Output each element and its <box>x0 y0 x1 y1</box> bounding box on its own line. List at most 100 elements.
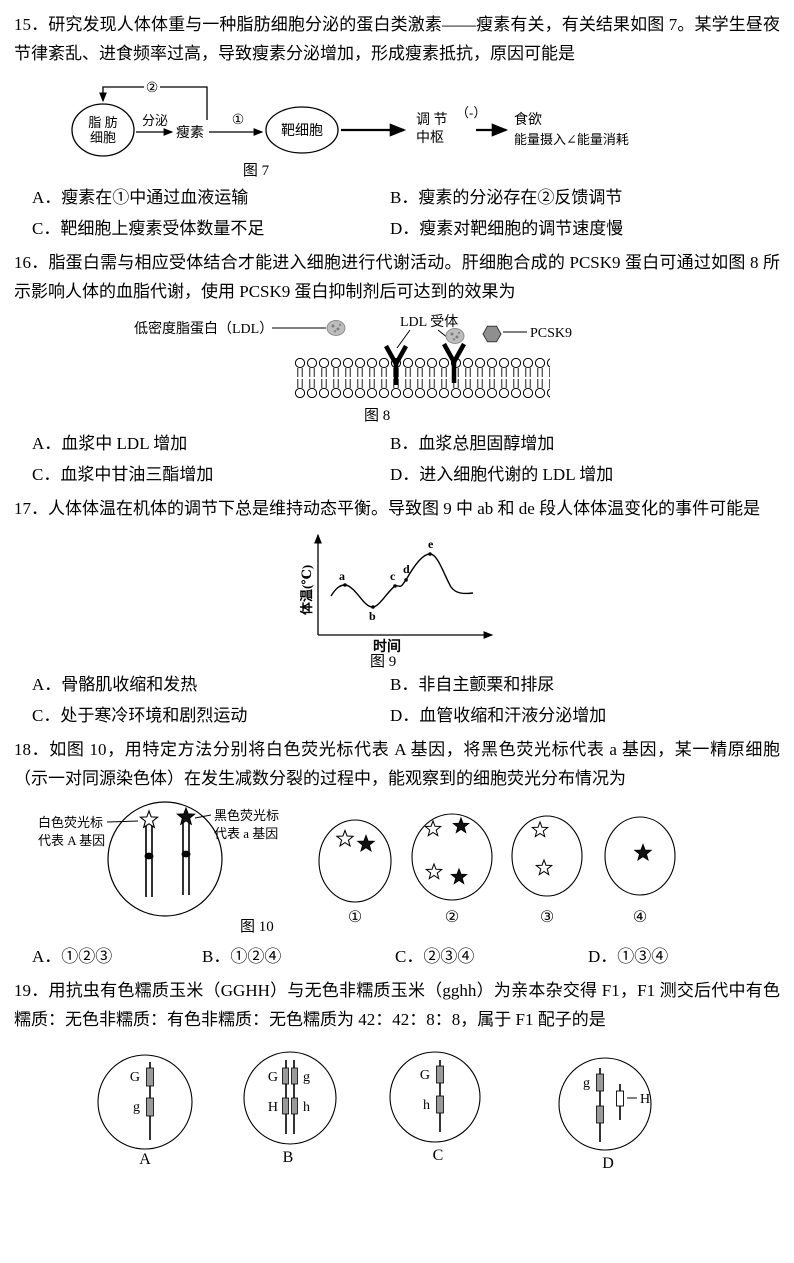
gene-label: G <box>268 1070 278 1085</box>
gene-label: h <box>303 1100 310 1115</box>
black-star-pointer <box>194 814 212 819</box>
gene-band <box>596 1073 604 1092</box>
energy-label: 能量摄入∠能量消耗 <box>514 132 629 147</box>
cell-1-label: ① <box>348 909 362 926</box>
gene-band-g <box>146 1097 154 1117</box>
option-18-c: C．②③④ <box>395 947 475 966</box>
option-17-d: D．血管收缩和汗液分泌增加 <box>390 706 607 725</box>
center-label-1: 调 节 <box>416 112 448 128</box>
ldl-particle-on-receptor <box>445 328 465 344</box>
white-star-icon <box>531 821 549 838</box>
circled-2-label: ② <box>146 81 159 96</box>
option-15-b: B．瘦素的分泌存在②反馈调节 <box>390 188 623 207</box>
white-star-label-2: 代表 A 基因 <box>38 833 105 848</box>
leptin-label: 瘦素 <box>176 124 204 141</box>
option-17-c: C．处于寒冷环境和剧烈运动 <box>32 706 248 725</box>
cell-3-label: ③ <box>540 909 554 926</box>
white-star-icon <box>336 829 354 847</box>
question-15-options: A．瘦素在①中通过血液运输 B．瘦素的分泌存在②反馈调节 C．靶细胞上瘦素受体数… <box>14 182 780 244</box>
question-16-options: A．血浆中 LDL 增加 B．血浆总胆固醇增加 C．血浆中甘油三酯增加 D．进入… <box>14 428 780 490</box>
option-15-d: D．瘦素对靶细胞的调节速度慢 <box>390 219 624 238</box>
black-star-icon <box>634 843 652 861</box>
figure-8-caption: 图 8 <box>364 407 390 424</box>
gamete-c-label: C <box>433 1147 444 1164</box>
black-star-icon <box>452 817 470 834</box>
option-16-b: B．血浆总胆固醇增加 <box>390 434 555 453</box>
question-17-options: A．骨骼肌收缩和发热 B．非自主颤栗和排尿 C．处于寒冷环境和剧烈运动 D．血管… <box>14 669 780 731</box>
question-16-stem: 16．脂蛋白需与相应受体结合才能进入细胞进行代谢活动。肝细胞合成的 PCSK9 … <box>14 253 780 301</box>
white-star-label-1: 白色荧光标 <box>38 815 103 830</box>
gene-band-G <box>282 1067 289 1085</box>
question-15-stem: 15．研究发现人体体重与一种脂肪细胞分泌的蛋白类激素——瘦素有关，有关结果如图 … <box>14 15 780 63</box>
figure-10-fluorescence-cells: 白色荧光标 代表 A 基因 黑色荧光标 代表 a 基因 图 10 ① <box>38 801 676 935</box>
membrane-bottom-leaflet <box>294 378 550 398</box>
cell-4 <box>604 816 676 896</box>
exam-page: 15．研究发现人体体重与一种脂肪细胞分泌的蛋白类激素——瘦素有关，有关结果如图 … <box>14 10 780 1175</box>
option-16-a: A．血浆中 LDL 增加 <box>32 434 188 453</box>
figure-10-caption: 图 10 <box>240 918 274 935</box>
white-star-icon <box>139 810 159 828</box>
option-17-b: B．非自主颤栗和排尿 <box>390 675 555 694</box>
option-18-a: A．①②③ <box>32 947 113 966</box>
pcsk9-label: PCSK9 <box>530 326 572 341</box>
white-star-icon <box>535 859 553 876</box>
centromere <box>181 850 191 858</box>
gene-band-G <box>146 1067 154 1087</box>
question-15: 15．研究发现人体体重与一种脂肪细胞分泌的蛋白类激素——瘦素有关，有关结果如图 … <box>14 10 780 244</box>
gamete-c-cell <box>389 1051 481 1143</box>
figure-7-leptin-pathway: ② 脂 肪 细胞 分泌 瘦素 ① 靶细胞 调 节 （-） 中枢 食欲 能量摄入∠… <box>71 79 629 179</box>
point-d-label: d <box>403 562 410 576</box>
figure-gamete-cells: G g A G g H h B G h C <box>97 1051 652 1172</box>
circled-1-label: ① <box>232 113 245 128</box>
option-17-a: A．骨骼肌收缩和发热 <box>32 675 198 694</box>
point-a <box>343 583 347 587</box>
point-c <box>393 584 397 588</box>
question-16: 16．脂蛋白需与相应受体结合才能进入细胞进行代谢活动。肝细胞合成的 PCSK9 … <box>14 248 780 490</box>
gene-band-H <box>282 1097 289 1115</box>
gamete-b-cell <box>243 1051 337 1145</box>
gene-label: g <box>583 1076 590 1091</box>
centromere <box>144 852 154 860</box>
gene-label: G <box>420 1068 430 1083</box>
x-axis-label: 时间 <box>373 638 401 655</box>
point-e <box>428 552 432 556</box>
black-star-label-1: 黑色荧光标 <box>214 808 279 823</box>
gamete-a-label: A <box>139 1151 151 1168</box>
cell-1 <box>318 819 392 903</box>
gene-band <box>596 1105 604 1124</box>
black-star-icon <box>450 868 468 885</box>
fat-cell-label-2: 细胞 <box>90 130 116 145</box>
figure-8-membrane: 低密度脂蛋白（LDL） LDL 受体 PCSK9 图 8 <box>134 314 572 424</box>
gene-band-open <box>616 1090 624 1107</box>
question-18: 18．如图 10，用特定方法分别将白色荧光标代表 A 基因，将黑色荧光标代表 a… <box>14 735 780 972</box>
gamete-d-label: D <box>602 1155 614 1172</box>
secrete-label: 分泌 <box>142 113 168 128</box>
question-19-stem: 19．用抗虫有色糯质玉米（GGHH）与无色非糯质玉米（gghh）为亲本杂交得 F… <box>14 981 780 1029</box>
option-15-a: A．瘦素在①中通过血液运输 <box>32 188 249 207</box>
spermatogonium-cell <box>107 801 223 917</box>
point-c-label: c <box>390 569 396 583</box>
question-17: 17．人体体温在机体的调节下总是维持动态平衡。导致图 9 中 ab 和 de 段… <box>14 494 780 731</box>
option-18-d: D．①③④ <box>588 947 669 966</box>
y-axis-label: 体温(℃) <box>300 565 314 615</box>
option-16-d: D．进入细胞代谢的 LDL 增加 <box>390 465 614 484</box>
gene-label: g <box>133 1100 140 1115</box>
ldl-particle <box>326 320 346 336</box>
gene-band-h <box>291 1097 298 1115</box>
gene-label: g <box>303 1070 310 1085</box>
gene-band-G <box>436 1065 444 1084</box>
gamete-d-cell <box>558 1057 652 1151</box>
cell-2-label: ② <box>445 909 459 926</box>
white-star-icon <box>425 863 443 880</box>
center-label-2: 中枢 <box>416 130 444 146</box>
fat-cell-label-1: 脂 肪 <box>88 115 117 130</box>
figure-9-caption: 图 9 <box>370 653 396 669</box>
gene-label: h <box>423 1098 430 1113</box>
point-e-label: e <box>428 537 434 551</box>
option-15-c: C．靶细胞上瘦素受体数量不足 <box>32 219 265 238</box>
question-19: 19．用抗虫有色糯质玉米（GGHH）与无色非糯质玉米（gghh）为亲本杂交得 F… <box>14 976 780 1175</box>
black-star-icon <box>357 834 375 852</box>
cell-3 <box>511 815 583 897</box>
gene-label: H <box>268 1100 278 1115</box>
gene-label: G <box>130 1070 140 1085</box>
